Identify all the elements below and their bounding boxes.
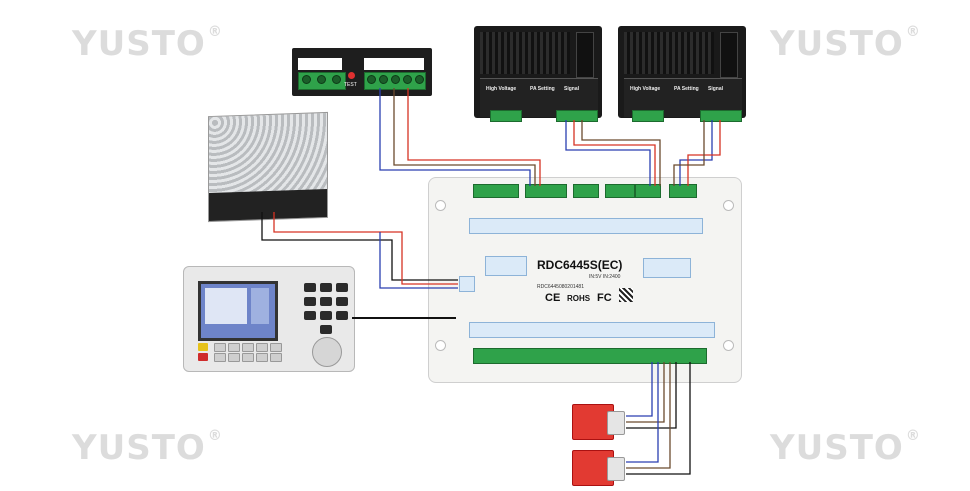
- panel-key[interactable]: [320, 325, 332, 334]
- wire-driver1-brown: [581, 120, 661, 186]
- driver-label-signal: Signal: [564, 86, 580, 92]
- driver-heatsink: [480, 32, 570, 74]
- wire-sensor2-black: [626, 362, 691, 475]
- controller-serial: RDC6445080201481: [537, 284, 584, 290]
- board-terminal-bottom: [473, 348, 707, 364]
- limit-sensor-1: [572, 404, 625, 440]
- relay-label-strip-2: [364, 58, 424, 70]
- test-label: TEST: [344, 82, 357, 88]
- port-labels-left: [485, 256, 527, 276]
- panel-key[interactable]: [256, 353, 268, 362]
- panel-key[interactable]: [242, 353, 254, 362]
- panel-key[interactable]: [256, 343, 268, 352]
- mount-hole: [435, 200, 446, 211]
- controller-input: IN:5V IN:2400: [589, 274, 621, 280]
- driver-label-high-voltage: High Voltage: [486, 86, 517, 92]
- wire-driver2-blue: [679, 120, 713, 186]
- watermark-top-left: YUSTO®: [72, 24, 223, 64]
- driver-switch: [576, 32, 594, 78]
- relay-terminal-right: [364, 72, 426, 90]
- panel-reset-key[interactable]: [198, 343, 208, 351]
- qr-code: [619, 288, 633, 302]
- control-panel: [183, 266, 355, 372]
- panel-key[interactable]: [320, 311, 332, 320]
- wire-relay-brown: [393, 88, 536, 186]
- panel-key[interactable]: [242, 343, 254, 352]
- power-relay-module: TEST: [292, 48, 432, 96]
- driver-label-high-voltage: High Voltage: [630, 86, 661, 92]
- driver1-terminal-left: [490, 110, 522, 122]
- watermark-top-right: YUSTO®: [770, 24, 921, 64]
- wire-sensor2-brown: [626, 362, 671, 469]
- driver2-terminal-right: [700, 110, 742, 122]
- panel-lcd-screen: [198, 281, 278, 341]
- limit-sensor-2: [572, 450, 625, 486]
- watermark-bottom-left: YUSTO®: [72, 428, 223, 468]
- panel-key[interactable]: [336, 297, 348, 306]
- port-labels-right: [643, 258, 691, 278]
- wire-sensor1-brown: [626, 362, 665, 423]
- driver-label-signal: Signal: [708, 86, 724, 92]
- panel-key[interactable]: [320, 297, 332, 306]
- driver1-terminal-right: [556, 110, 598, 122]
- driver-heatsink: [624, 32, 714, 74]
- port-labels-top: [469, 218, 703, 234]
- power-input-port: [459, 276, 475, 292]
- controller-board: RDC6445S(EC) IN:5V IN:2400 RDC6445080201…: [428, 177, 742, 383]
- panel-key[interactable]: [228, 343, 240, 352]
- panel-key[interactable]: [270, 343, 282, 352]
- driver-label-pa-setting: PA Setting: [674, 86, 699, 92]
- wire-sensor1-blue: [626, 362, 653, 417]
- driver-label-pa-setting: PA Setting: [530, 86, 555, 92]
- panel-stop-key[interactable]: [198, 353, 208, 361]
- wire-psu-blue: [379, 232, 458, 289]
- panel-key[interactable]: [320, 283, 332, 292]
- wire-driver1-red: [573, 120, 656, 186]
- panel-key[interactable]: [214, 343, 226, 352]
- wire-sensor1-black: [626, 362, 677, 429]
- panel-key[interactable]: [228, 353, 240, 362]
- driver-switch: [720, 32, 738, 78]
- panel-key[interactable]: [336, 283, 348, 292]
- controller-model: RDC6445S(EC): [537, 258, 623, 272]
- panel-key[interactable]: [336, 311, 348, 320]
- wire-relay-red: [407, 88, 541, 186]
- panel-direction-pad[interactable]: [312, 337, 342, 367]
- wire-psu-black: [261, 212, 458, 281]
- board-terminal-top-5: [635, 184, 661, 198]
- wire-psu-red: [273, 212, 458, 285]
- panel-key[interactable]: [270, 353, 282, 362]
- relay-terminal-left: [298, 72, 346, 90]
- panel-key[interactable]: [214, 353, 226, 362]
- stepper-driver-1: High Voltage PA Setting Signal: [474, 26, 602, 118]
- ce-mark: CE: [545, 292, 561, 304]
- driver2-terminal-left: [632, 110, 664, 122]
- board-terminal-top-2: [525, 184, 567, 198]
- wire-sensor2-blue: [626, 362, 659, 463]
- board-terminal-top-3: [573, 184, 599, 198]
- board-terminal-top-6: [669, 184, 697, 198]
- wire-driver2-brown: [673, 120, 705, 186]
- rohs-mark: ROHS: [567, 294, 591, 303]
- wire-driver1-blue: [565, 120, 651, 186]
- stepper-driver-2: High Voltage PA Setting Signal: [618, 26, 746, 118]
- board-terminal-top-1: [473, 184, 519, 198]
- mount-hole: [435, 340, 446, 351]
- panel-key[interactable]: [304, 283, 316, 292]
- relay-label-strip: [298, 58, 342, 70]
- panel-key[interactable]: [304, 297, 316, 306]
- board-terminal-top-4: [605, 184, 635, 198]
- test-led: [348, 72, 355, 79]
- mount-hole: [723, 200, 734, 211]
- mount-hole: [723, 340, 734, 351]
- port-labels-bottom: [469, 322, 715, 338]
- fc-mark: FC: [597, 292, 612, 304]
- panel-key[interactable]: [304, 311, 316, 320]
- wire-relay-blue: [379, 88, 531, 186]
- watermark-bottom-right: YUSTO®: [770, 428, 921, 468]
